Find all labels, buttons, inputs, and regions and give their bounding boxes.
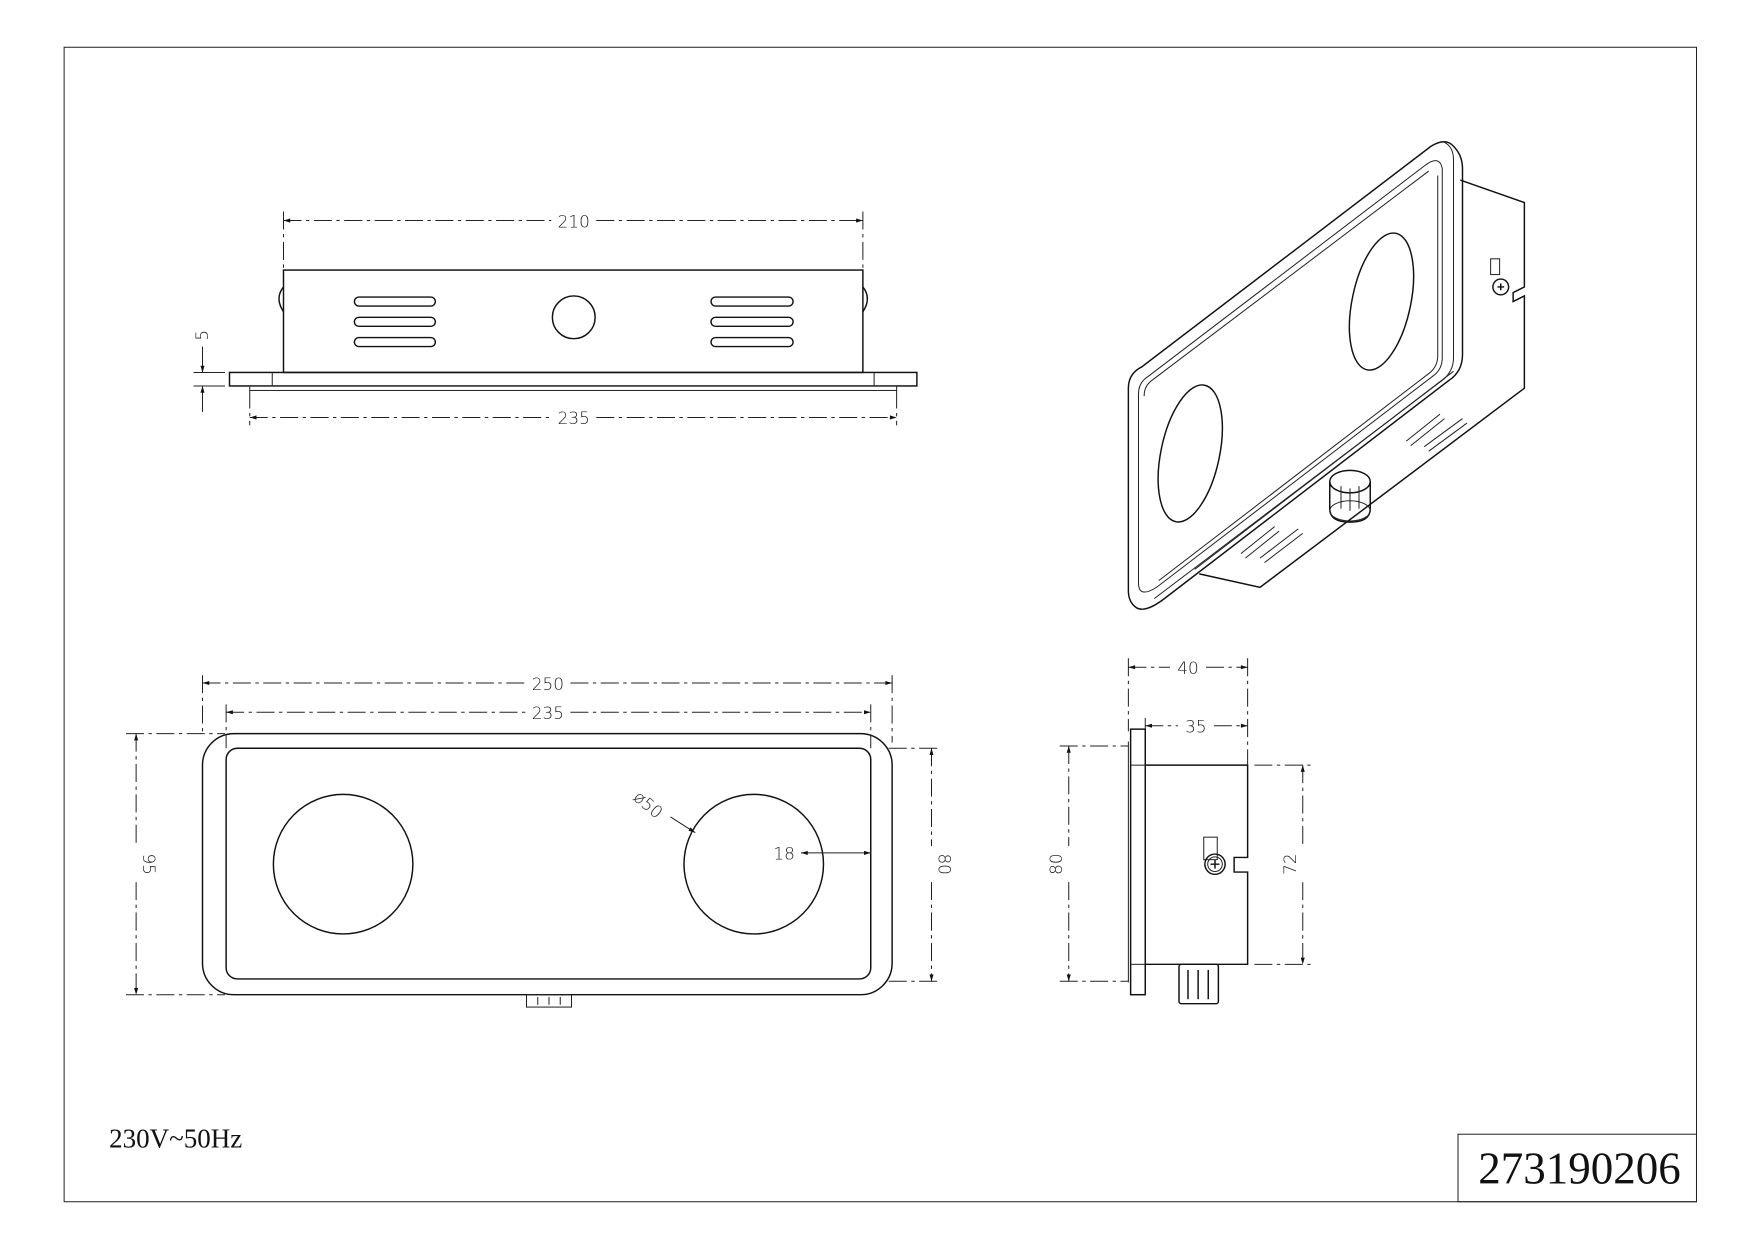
dim-80-side: 80 (1046, 853, 1066, 874)
iso-dimmer-knob (1329, 469, 1371, 523)
iso-plate-outer (1127, 141, 1464, 610)
dimmer-knob (551, 295, 596, 340)
dim-235-top: 235 (558, 408, 590, 428)
iso-vent-slots (1240, 413, 1468, 564)
side-housing (1145, 764, 1249, 966)
dim-5: 5 (192, 330, 212, 341)
connector (525, 994, 573, 1008)
dim-diameter-50: ø50 (630, 787, 667, 823)
side-knob-right (862, 286, 869, 313)
screw-icon (1204, 853, 1226, 876)
side-knob (1178, 963, 1220, 1005)
dim-95: 95 (139, 853, 159, 874)
dim-250: 250 (532, 674, 564, 694)
voltage-note: 230V~50Hz (109, 1124, 242, 1154)
isometric-view (1127, 141, 1526, 610)
front-view: 250 235 95 80 ø50 18 (126, 674, 954, 1008)
housing-box (282, 269, 864, 374)
dim-35: 35 (1185, 717, 1206, 737)
iso-light-left (1157, 384, 1224, 523)
side-view: 40 35 80 72 (1046, 658, 1312, 1005)
side-knob-left (278, 286, 285, 313)
dim-72: 72 (1280, 853, 1300, 874)
side-plate (1129, 728, 1146, 996)
dim-40: 40 (1177, 658, 1198, 678)
vent-slots-left (353, 296, 437, 348)
iso-housing (1199, 179, 1526, 589)
drawing-border (63, 46, 1698, 1203)
part-number: 273190206 (1478, 1144, 1680, 1194)
light-left (272, 793, 414, 935)
vent-slots-right (710, 296, 794, 348)
dim-210: 210 (558, 211, 590, 231)
title-block (1457, 1133, 1698, 1203)
dim-80-front: 80 (934, 853, 954, 874)
iso-plate-inner (1137, 160, 1443, 593)
front-plate-outer (201, 732, 893, 996)
flange (228, 371, 918, 387)
top-view: 210 235 5 (192, 211, 918, 428)
iso-screw-icon (1492, 278, 1510, 296)
dim-18: 18 (773, 844, 794, 864)
light-right (683, 793, 825, 935)
iso-light-right (1348, 232, 1415, 371)
front-plate-inner (225, 747, 872, 980)
dim-235-front: 235 (532, 703, 564, 723)
mount-tab (1203, 836, 1218, 861)
